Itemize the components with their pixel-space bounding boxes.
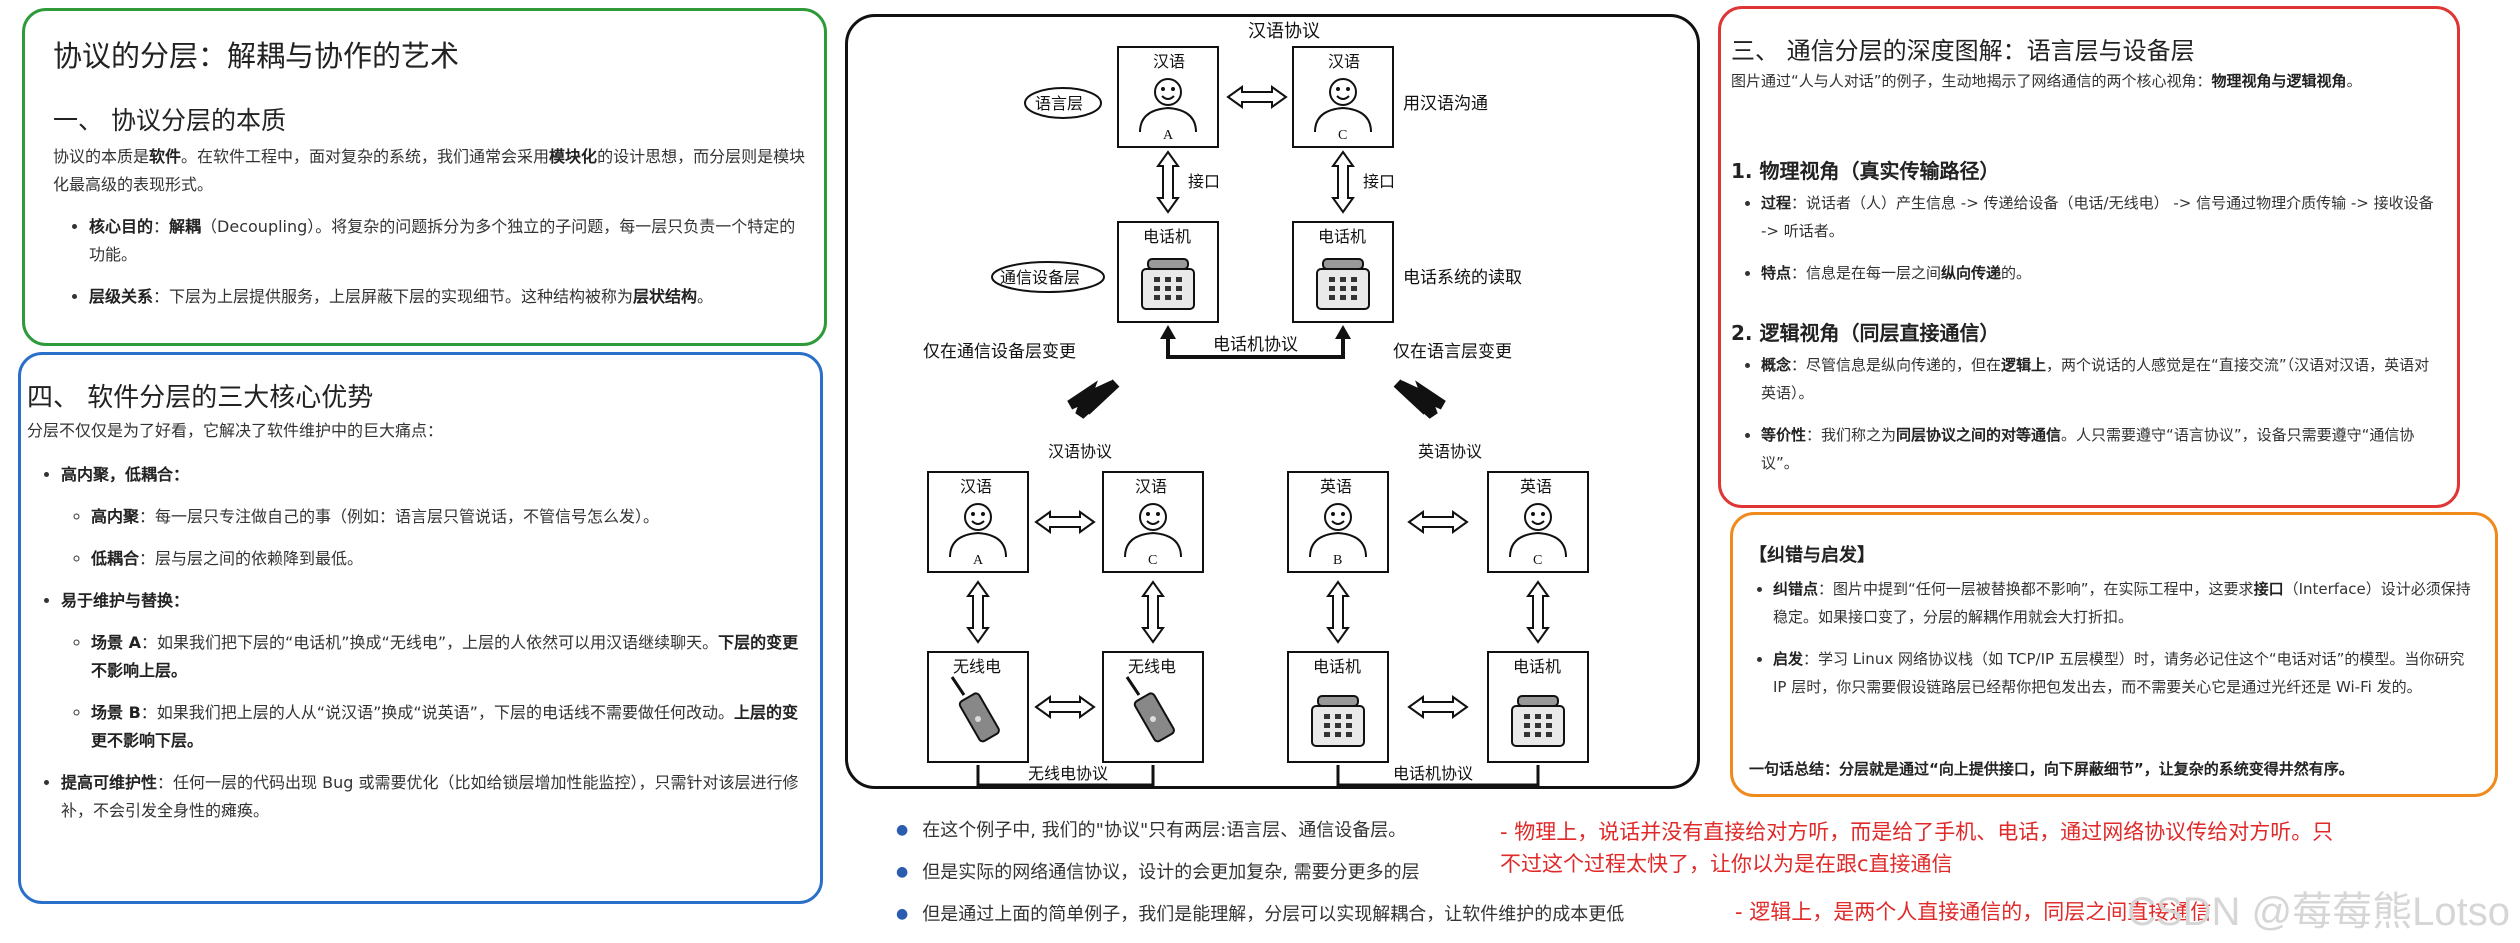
phone-system-label: 电话系统的读取 (1403, 268, 1522, 287)
bullet-maintain: 易于维护与替换： 场景 A：如果我们把下层的“电话机”换成“无线电”，上层的人依… (61, 587, 810, 755)
phone-label-right: 电话机 (1318, 228, 1366, 246)
top-protocol-label: 汉语协议 (1248, 21, 1320, 41)
br-interface-left (1327, 581, 1349, 643)
panel-title: 四、 软件分层的三大核心优势 (27, 383, 374, 413)
note-item: ●但是通过上面的简单例子，我们是能理解，分层可以实现解耦合，让软件维护的成本更低 (896, 904, 1625, 925)
peer-arrow-top (1227, 86, 1287, 108)
person-c-lang: 汉语 (1328, 53, 1360, 71)
summary-line: 一句话总结：分层就是通过“向上提供接口，向下屏蔽细节”，让复杂的系统变得井然有序… (1749, 760, 2354, 778)
br-phone-protocol-label: 电话机协议 (1393, 765, 1473, 783)
interface-arrow-left (1157, 151, 1179, 213)
bl-radio-label-right: 无线电 (1128, 658, 1176, 676)
section-logical: 2. 逻辑视角（同层直接通信） (1731, 321, 2000, 345)
bl-person-c-lang: 汉语 (1135, 478, 1167, 496)
interface-label-left: 接口 (1188, 173, 1220, 191)
phone-protocol-label: 电话机协议 (1213, 335, 1298, 354)
use-chinese-label: 用汉语沟通 (1403, 94, 1488, 113)
bl-radio-label-left: 无线电 (953, 658, 1001, 676)
br-phone-label-left: 电话机 (1313, 658, 1361, 676)
interface-arrow-right (1332, 151, 1354, 213)
layering-diagram: 汉语协议 汉语 A 汉语 C 语言层 用汉语沟通 接口 接口 电话机 电话机 通… (845, 14, 1700, 789)
br-person-b-box (1287, 471, 1389, 573)
radio-protocol-line (976, 765, 1155, 786)
section-heading: 一、 协议分层的本质 (53, 106, 286, 135)
bottom-notes: ●在这个例子中, 我们的"协议"只有两层:语言层、通信设备层。 ●但是实际的网络… (880, 808, 2520, 938)
red-note-logical: - 逻辑上，是两个人直接通信的，同层之间直接通信 (1735, 900, 2212, 924)
panel-title: 协议的分层：解耦与协作的艺术 (53, 39, 460, 73)
note-item: ●但是实际的网络通信协议，设计的会更加复杂, 需要分更多的层 (896, 862, 1420, 883)
bullet-core-purpose: 核心目的：解耦（Decoupling）。将复杂的问题拆分为多个独立的子问题，每一… (89, 213, 808, 269)
br-phone-peer-arrow (1408, 696, 1468, 718)
comm-layer-label: 通信设备层 (1000, 269, 1080, 287)
bl-person-a-lang: 汉语 (960, 478, 992, 496)
panel-title: 【纠错与启发】 (1749, 545, 1875, 566)
bl-radio-peer-arrow (1035, 696, 1095, 718)
section-physical: 1. 物理视角（真实传输路径） (1731, 159, 2000, 183)
deep-dive-panel: 三、 通信分层的深度图解：语言层与设备层 图片通过“人与人对话”的例子，生动地揭… (1718, 6, 2460, 508)
bl-person-a-label: A (973, 553, 984, 568)
person-c-box (1292, 46, 1394, 148)
chinese-protocol-label: 汉语协议 (1048, 443, 1112, 461)
advantages-panel: 四、 软件分层的三大核心优势 分层不仅仅是为了好看，它解决了软件维护中的巨大痛点… (18, 352, 823, 904)
language-layer-label: 语言层 (1035, 95, 1083, 113)
intro-paragraph: 图片通过“人与人对话”的例子，生动地揭示了网络通信的两个核心视角：物理视角与逻辑… (1731, 72, 2362, 90)
arrow-down-left (1067, 379, 1120, 419)
bl-interface-left (967, 581, 989, 643)
br-interface-right (1527, 581, 1549, 643)
bullet-feature: 特点：信息是在每一层之间纵向传递的。 (1761, 259, 2440, 287)
bl-person-c-box (1102, 471, 1204, 573)
bullet-correction: 纠错点：图片中提到“任何一层被替换都不影响”，在实际工程中，这要求接口（Inte… (1773, 575, 2482, 631)
sub-bullet-low-coupling: 低耦合：层与层之间的依赖降到最低。 (91, 545, 810, 573)
bl-interface-right (1142, 581, 1164, 643)
note-item: ●在这个例子中, 我们的"协议"只有两层:语言层、通信设备层。 (896, 820, 1407, 841)
bullet-maintainability: 提高可维护性：任何一层的代码出现 Bug 或需要优化（比如给锁层增加性能监控），… (61, 769, 810, 825)
comm-layer-ellipse (991, 261, 1105, 293)
br-person-b-label: B (1333, 553, 1342, 568)
interface-label-right: 接口 (1363, 173, 1395, 191)
br-peer-arrow (1408, 511, 1468, 533)
person-c-label: C (1338, 128, 1347, 143)
watermark: CSDN @莓莓熊Lotso (2127, 890, 2510, 934)
essence-panel: 协议的分层：解耦与协作的艺术 一、 协议分层的本质 协议的本质是软件。在软件工程… (22, 8, 827, 346)
bullet-equivalence: 等价性：我们称之为同层协议之间的对等通信。人只需要遵守“语言协议”，设备只需要遵… (1761, 421, 2440, 477)
intro-paragraph: 分层不仅仅是为了好看，它解决了软件维护中的巨大痛点： (27, 421, 444, 440)
phone-protocol-line (1166, 332, 1345, 359)
bl-person-a-box (927, 471, 1029, 573)
br-person-c-label: C (1533, 553, 1542, 568)
panel-title: 三、 通信分层的深度图解：语言层与设备层 (1731, 37, 2195, 65)
br-phone-protocol-line (1336, 765, 1540, 786)
arrow-down-right (1393, 379, 1446, 419)
only-lang-change-label: 仅在语言层变更 (1393, 342, 1512, 361)
radio-protocol-label: 无线电协议 (1028, 765, 1108, 783)
sub-bullet-scenario-a: 场景 A：如果我们把下层的“电话机”换成“无线电”，上层的人依然可以用汉语继续聊… (91, 629, 810, 685)
red-note-physical: - 物理上，说话并没有直接给对方听，而是给了手机、电话，通过网络协议传给对方听。… (1500, 820, 2334, 876)
bullet-inspiration: 启发：学习 Linux 网络协议栈（如 TCP/IP 五层模型）时，请务必记住这… (1773, 645, 2482, 701)
insight-panel: 【纠错与启发】 纠错点：图片中提到“任何一层被替换都不影响”，在实际工程中，这要… (1730, 512, 2498, 797)
bl-peer-arrow (1035, 511, 1095, 533)
bl-person-c-label: C (1148, 553, 1157, 568)
br-person-b-lang: 英语 (1320, 478, 1352, 496)
br-person-c-lang: 英语 (1520, 478, 1552, 496)
person-a-label: A (1163, 128, 1174, 143)
sub-bullet-high-cohesion: 高内聚：每一层只专注做自己的事（例如：语言层只管说话，不管信号怎么发）。 (91, 503, 810, 531)
intro-paragraph: 协议的本质是软件。在软件工程中，面对复杂的系统，我们通常会采用模块化的设计思想，… (53, 147, 806, 194)
person-a-box (1117, 46, 1219, 148)
bullet-concept: 概念：尽管信息是纵向传递的，但在逻辑上，两个说话的人感觉是在“直接交流”（汉语对… (1761, 351, 2440, 407)
diagram-svg: 汉语协议 汉语 A 汉语 C 语言层 用汉语沟通 接口 接口 电话机 电话机 通… (923, 21, 1589, 786)
br-person-c-box (1487, 471, 1589, 573)
bullet-hierarchy: 层级关系：下层为上层提供服务，上层屏蔽下层的实现细节。这种结构被称为层状结构。 (89, 283, 808, 311)
english-protocol-label: 英语协议 (1418, 443, 1482, 461)
bullet-process: 过程：说话者（人）产生信息 -> 传递给设备（电话/无线电） -> 信号通过物理… (1761, 189, 2440, 245)
phone-label-left: 电话机 (1143, 228, 1191, 246)
sub-bullet-scenario-b: 场景 B：如果我们把上层的人从“说汉语”换成“说英语”，下层的电话线不需要做任何… (91, 699, 810, 755)
bullet-cohesion: 高内聚，低耦合： 高内聚：每一层只专注做自己的事（例如：语言层只管说话，不管信号… (61, 461, 810, 573)
only-comm-change-label: 仅在通信设备层变更 (923, 342, 1076, 361)
br-phone-label-right: 电话机 (1513, 658, 1561, 676)
person-a-lang: 汉语 (1153, 53, 1185, 71)
language-layer-ellipse (1024, 87, 1102, 119)
